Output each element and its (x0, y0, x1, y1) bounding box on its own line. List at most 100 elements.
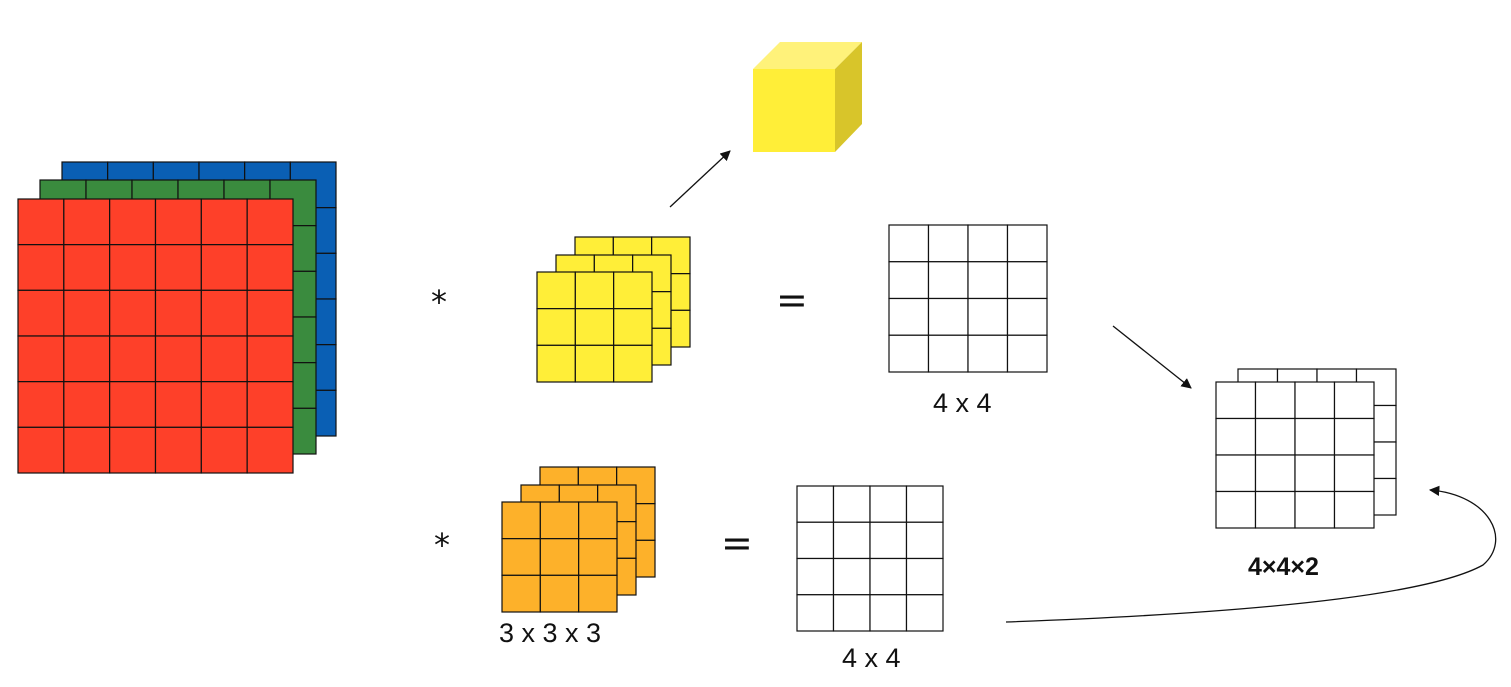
grid-cell (832, 557, 871, 596)
grid-cell (967, 261, 1009, 300)
grid-cell (869, 485, 908, 523)
grid-cell (613, 308, 653, 346)
grid-cell (574, 271, 615, 310)
grid-cell (967, 224, 1009, 263)
grid-cell (1254, 417, 1296, 456)
grid-cell (109, 335, 157, 383)
input-channel-red (17, 198, 294, 474)
grid-cell (927, 224, 969, 263)
grid-cell (888, 334, 930, 373)
output-grid-1 (888, 224, 1048, 373)
grid-cell (832, 485, 871, 523)
grid-cell (17, 426, 65, 474)
grid-cell (1294, 417, 1336, 456)
grid-cell (501, 538, 541, 576)
grid-cell (109, 198, 157, 246)
grid-cell (1333, 381, 1375, 420)
grid-cell (578, 538, 618, 576)
grid-cell (613, 344, 653, 383)
grid-cell (154, 198, 202, 246)
stacked-output-volume (1215, 368, 1397, 529)
equals-operator-1: = (776, 278, 808, 322)
grid-cell (246, 426, 294, 474)
grid-cell (63, 198, 111, 246)
grid-cell (905, 521, 944, 560)
grid-cell (154, 244, 202, 291)
convolve-operator-1: * (431, 283, 447, 321)
grid-cell (1215, 454, 1257, 493)
grid-cell (1215, 381, 1257, 420)
red-channel-grid (17, 198, 294, 474)
grid-cell (1294, 454, 1336, 493)
grid-cell (869, 557, 908, 596)
output-grid-2 (796, 485, 944, 632)
grid-cell (832, 521, 871, 560)
grid-cell (905, 594, 944, 632)
grid-cell (536, 308, 576, 346)
grid-cell (539, 538, 580, 576)
grid-cell (109, 289, 157, 337)
grid-cell (109, 381, 157, 428)
equals-operator-2: = (721, 521, 753, 565)
output-2-size-label: 4 x 4 (842, 643, 901, 673)
grid-cell (1254, 454, 1296, 493)
convolve-operator-2: * (434, 526, 450, 564)
grid-cell (536, 344, 576, 383)
grid-cell (17, 198, 65, 246)
grid-cell (17, 289, 65, 337)
grid-cell (246, 198, 294, 246)
grid-cell (796, 485, 835, 523)
grid-cell (246, 289, 294, 337)
output-2-cells (796, 485, 944, 632)
grid-cell (501, 574, 541, 613)
grid-cell (1333, 417, 1375, 456)
grid-cell (246, 244, 294, 291)
grid-cell (246, 335, 294, 383)
grid-cell (967, 334, 1009, 373)
stacked-output-front (1215, 381, 1375, 529)
filter-2-orange (501, 466, 656, 613)
grid-cell (888, 297, 930, 336)
grid-cell (578, 574, 618, 613)
grid-cell (796, 557, 835, 596)
grid-cell (967, 297, 1009, 336)
grid-cell (200, 198, 248, 246)
filter-cube-icon (753, 42, 862, 152)
grid-cell (17, 335, 65, 383)
grid-cell (200, 381, 248, 428)
grid-cell (109, 244, 157, 291)
grid-cell (200, 244, 248, 291)
grid-cell (1215, 417, 1257, 456)
grid-cell (1294, 490, 1336, 529)
grid-cell (154, 335, 202, 383)
grid-cell (613, 271, 653, 310)
output-1-size-label: 4 x 4 (933, 388, 992, 418)
grid-cell (17, 244, 65, 291)
grid-cell (574, 344, 615, 383)
grid-cell (501, 501, 541, 540)
input-volume (17, 161, 337, 474)
grid-cell (796, 594, 835, 632)
grid-cell (888, 224, 930, 263)
grid-cell (1294, 381, 1336, 420)
grid-cell (63, 381, 111, 428)
filter-2-layer-front (501, 501, 618, 613)
filter-size-label: 3 x 3 x 3 (499, 618, 602, 648)
grid-cell (796, 521, 835, 560)
output-1-cells (888, 224, 1048, 373)
arrow-output2-to-stack (1005, 485, 1497, 623)
grid-cell (1333, 454, 1375, 493)
grid-cell (539, 501, 580, 540)
grid-cell (154, 381, 202, 428)
grid-cell (200, 426, 248, 474)
grid-cell (888, 261, 930, 300)
grid-cell (200, 335, 248, 383)
grid-cell (246, 381, 294, 428)
filter-1-yellow (536, 236, 691, 383)
grid-cell (17, 381, 65, 428)
grid-cell (109, 426, 157, 474)
grid-cell (1006, 261, 1048, 300)
grid-cell (905, 485, 944, 523)
grid-cell (63, 289, 111, 337)
